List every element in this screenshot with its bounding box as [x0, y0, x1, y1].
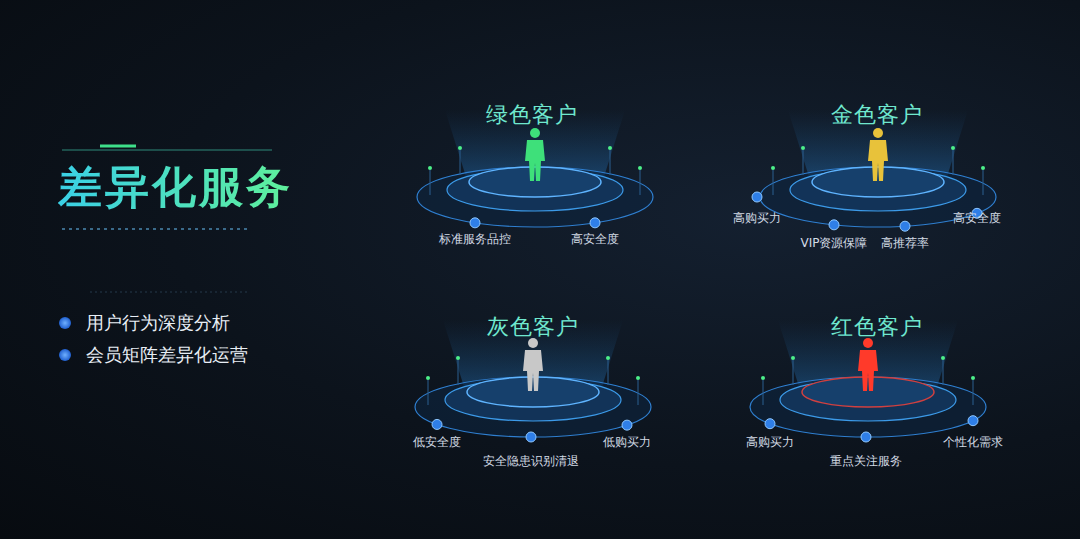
dotted-line	[90, 292, 250, 293]
post	[608, 360, 609, 385]
post-tip	[426, 376, 430, 380]
post	[943, 360, 944, 385]
figure-body	[868, 140, 888, 181]
figure-head	[873, 128, 883, 138]
post	[953, 150, 954, 175]
feature-label: 高购买力	[746, 434, 794, 451]
post	[428, 380, 429, 405]
outer-ring	[417, 167, 653, 227]
ring-dot	[526, 432, 536, 442]
post	[793, 360, 794, 385]
feature-label: 标准服务品控	[439, 231, 511, 248]
feature-label: 低购买力	[603, 434, 651, 451]
post-tip	[791, 356, 795, 360]
post	[803, 150, 804, 175]
feature-label: 重点关注服务	[830, 453, 902, 470]
post-tip	[771, 166, 775, 170]
post	[773, 170, 774, 195]
ring-dot	[432, 419, 442, 429]
accent-line	[62, 150, 272, 151]
feature-label: 高安全度	[953, 210, 1001, 227]
post	[973, 380, 974, 405]
group-heading: 红色客户	[831, 312, 923, 342]
bullet-text: 会员矩阵差异化运营	[86, 343, 248, 367]
bullet-text: 用户行为深度分析	[86, 311, 230, 335]
post-tip	[608, 146, 612, 150]
post	[430, 170, 431, 195]
group-heading: 金色客户	[831, 100, 923, 130]
top-ring	[802, 377, 934, 407]
post	[983, 170, 984, 195]
post-tip	[606, 356, 610, 360]
customer-platform: 金色客户高购买力 VIP资源保障高推荐率 高安全度	[720, 90, 1020, 255]
ring-dot	[900, 221, 910, 231]
feature-label: 高推荐率	[881, 235, 929, 252]
post-tip	[428, 166, 432, 170]
dotted-line	[62, 228, 250, 230]
feature-label: 安全隐患识别清退	[483, 453, 579, 470]
accent-bar	[100, 145, 136, 148]
figure-head	[530, 128, 540, 138]
post	[640, 170, 641, 195]
ring-dot	[968, 416, 978, 426]
post-tip	[941, 356, 945, 360]
bullet-dot	[59, 349, 71, 361]
post-tip	[456, 356, 460, 360]
ring-dot	[765, 419, 775, 429]
figure-body	[858, 350, 878, 391]
post-tip	[458, 146, 462, 150]
figure-body	[525, 140, 545, 181]
ring-dot	[622, 420, 632, 430]
outer-ring	[750, 377, 986, 437]
outer-ring	[415, 377, 651, 437]
customer-platform: 灰色客户低安全度安全隐患识别清退 低购买力	[400, 300, 670, 475]
post	[610, 150, 611, 175]
feature-label: 高购买力	[733, 210, 781, 227]
figure-head	[528, 338, 538, 348]
ring-dot	[590, 218, 600, 228]
feature-label: 低安全度	[413, 434, 461, 451]
post-tip	[971, 376, 975, 380]
group-heading: 灰色客户	[487, 312, 579, 342]
post-tip	[981, 166, 985, 170]
post-tip	[951, 146, 955, 150]
figure-body	[523, 350, 543, 391]
top-ring	[469, 167, 601, 197]
post	[763, 380, 764, 405]
post-tip	[801, 146, 805, 150]
bullet-dot	[59, 317, 71, 329]
customer-platform: 红色客户高购买力重点关注服务 个性化需求	[720, 300, 1020, 475]
slide-title: 差异化服务	[58, 158, 293, 217]
post-tip	[761, 376, 765, 380]
group-heading: 绿色客户	[486, 100, 578, 130]
top-ring	[812, 167, 944, 197]
customer-platform: 绿色客户标准服务品控 高安全度	[400, 90, 670, 255]
ring-dot	[470, 218, 480, 228]
post-tip	[638, 166, 642, 170]
feature-label: VIP资源保障	[801, 235, 868, 252]
top-ring	[467, 377, 599, 407]
post	[460, 150, 461, 175]
ring-dot	[829, 220, 839, 230]
feature-label: 高安全度	[571, 231, 619, 248]
ring-dot	[752, 192, 762, 202]
figure-head	[863, 338, 873, 348]
post-tip	[636, 376, 640, 380]
ring-dot	[861, 432, 871, 442]
post	[458, 360, 459, 385]
post	[638, 380, 639, 405]
feature-label: 个性化需求	[943, 434, 1003, 451]
